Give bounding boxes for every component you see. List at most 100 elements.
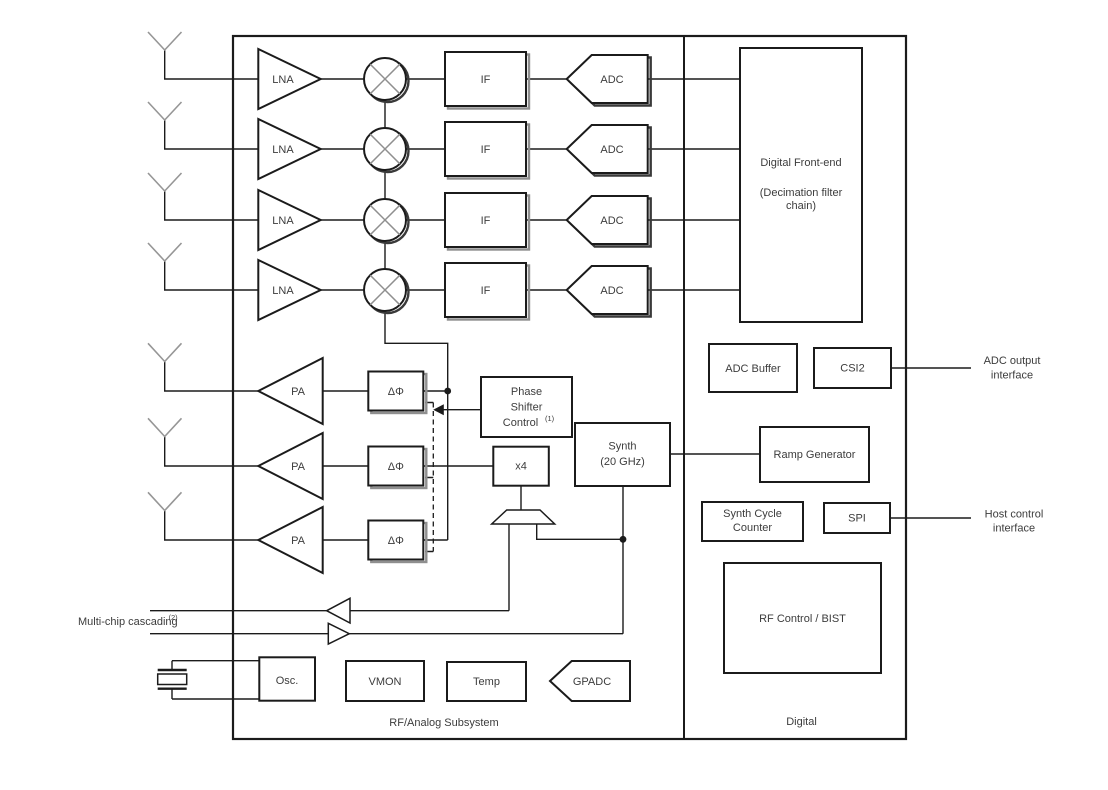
rx1-antenna-icon <box>147 31 183 52</box>
adc2-label: ADC <box>600 144 623 156</box>
splitter-right-out-line <box>536 524 623 540</box>
phase-shifter3-label: ΔΦ <box>388 535 404 547</box>
x4-multiplier-label: x4 <box>515 461 527 473</box>
lna2-block <box>257 117 324 181</box>
if3-block <box>444 192 527 248</box>
gpadc-block <box>548 660 631 702</box>
rx2-antenna-feed-line <box>164 120 259 150</box>
synth-label-line1: Synth <box>608 441 636 453</box>
cascade-in-buffer-icon <box>327 622 351 646</box>
ramp-generator-block <box>759 426 870 483</box>
phase-shifter2-block <box>367 445 425 487</box>
spi-block <box>823 502 891 534</box>
phase-shifter1-block <box>367 370 425 412</box>
adc-buffer-label: ADC Buffer <box>725 363 781 375</box>
adc-output-interface-label-line2: interface <box>991 370 1033 382</box>
psc-label-line3: Control <box>503 417 538 429</box>
adc2-block <box>565 124 649 174</box>
lna4-block <box>257 258 324 322</box>
psc-arrowhead-icon <box>433 404 444 416</box>
adc4-label: ADC <box>600 285 623 297</box>
multichip-footnote-sup: (2) <box>169 613 179 622</box>
if2-block <box>444 121 527 177</box>
rx1-antenna-feed-line <box>164 50 259 80</box>
adc1-block <box>565 54 649 104</box>
adc1-label: ADC <box>600 74 623 86</box>
tx2-antenna-feed-line <box>164 436 259 467</box>
lna1-label: LNA <box>272 74 294 86</box>
synth-label-line2: (20 GHz) <box>600 456 645 468</box>
rx2-antenna-icon <box>147 101 183 122</box>
phase-shifter1-label: ΔΦ <box>388 386 404 398</box>
mixer1-cross-icon <box>369 63 401 95</box>
pa1-block <box>256 356 324 426</box>
adc3-block <box>565 195 649 245</box>
host-control-interface-label-line1: Host control <box>985 509 1044 521</box>
csi2-label: CSI2 <box>840 363 864 375</box>
temp-block <box>446 661 527 702</box>
synth-cycle-counter-label-line2: Counter <box>733 522 772 534</box>
lna4-label: LNA <box>272 285 294 297</box>
if4-block <box>444 262 527 318</box>
crystal-wiring-lines <box>171 660 260 700</box>
pa3-block <box>256 505 324 575</box>
pa3-label: PA <box>291 535 306 547</box>
cascade-out-buffer-icon <box>325 597 351 625</box>
multichip-cascading-label: Multi-chip cascading <box>78 616 178 628</box>
crystal-plates-icon <box>157 668 187 690</box>
csi2-block <box>813 347 892 389</box>
mixer3-cross-icon <box>369 204 401 236</box>
lna3-label: LNA <box>272 215 294 227</box>
spi-label: SPI <box>848 513 866 525</box>
lo-junction-dot-2 <box>619 535 627 543</box>
if1-block <box>444 51 527 107</box>
vmon-label: VMON <box>369 676 402 688</box>
tx3-antenna-icon <box>147 491 183 512</box>
pa1-label: PA <box>291 386 306 398</box>
dfe-label-line2: (Decimation filter <box>760 187 843 199</box>
crystal-body-icon <box>156 673 188 686</box>
if2-label: IF <box>481 144 491 156</box>
ramp-generator-label: Ramp Generator <box>774 449 856 461</box>
tx2-antenna-icon <box>147 417 183 438</box>
phase-shifter2-label: ΔΦ <box>388 461 404 473</box>
synth-cycle-counter-block <box>701 501 804 542</box>
rx3-antenna-icon <box>147 172 183 193</box>
osc-block <box>258 656 316 702</box>
rf-control-bist-label: RF Control / BIST <box>759 613 846 625</box>
pa2-label: PA <box>291 461 306 473</box>
mixer2-cross-icon <box>369 133 401 165</box>
mixer4-cross-icon <box>369 274 401 306</box>
lna2-label: LNA <box>272 144 294 156</box>
synth-cycle-counter-label-line1: Synth Cycle <box>723 508 782 520</box>
lna3-block <box>257 188 324 252</box>
lo-splitter-symbol <box>489 509 557 525</box>
tx1-antenna-icon <box>147 342 183 363</box>
vmon-block <box>345 660 425 702</box>
rf-control-bist-block <box>723 562 882 674</box>
rx4-antenna-icon <box>147 242 183 263</box>
dfe-label-line3: chain) <box>786 200 816 212</box>
if1-label: IF <box>481 74 491 86</box>
phase-shifter3-block <box>367 519 425 561</box>
adc4-block <box>565 265 649 315</box>
adc3-label: ADC <box>600 215 623 227</box>
lo-junction-dot-1 <box>444 387 452 395</box>
rx3-antenna-feed-line <box>164 191 259 221</box>
lna1-block <box>257 47 324 111</box>
osc-label: Osc. <box>276 675 299 687</box>
dfe-label-line1: Digital Front-end <box>760 157 841 169</box>
psc-label-line1: Phase <box>511 386 542 398</box>
if4-label: IF <box>481 285 491 297</box>
adc-buffer-block <box>708 343 798 393</box>
if3-label: IF <box>481 215 491 227</box>
synth-block <box>574 422 671 487</box>
temp-label: Temp <box>473 676 500 688</box>
rf-analog-section-label: RF/Analog Subsystem <box>389 717 498 729</box>
pa2-block <box>256 431 324 501</box>
gpadc-label: GPADC <box>573 676 611 688</box>
rx4-antenna-feed-line <box>164 261 259 291</box>
adc-output-interface-label-line1: ADC output <box>984 355 1041 367</box>
